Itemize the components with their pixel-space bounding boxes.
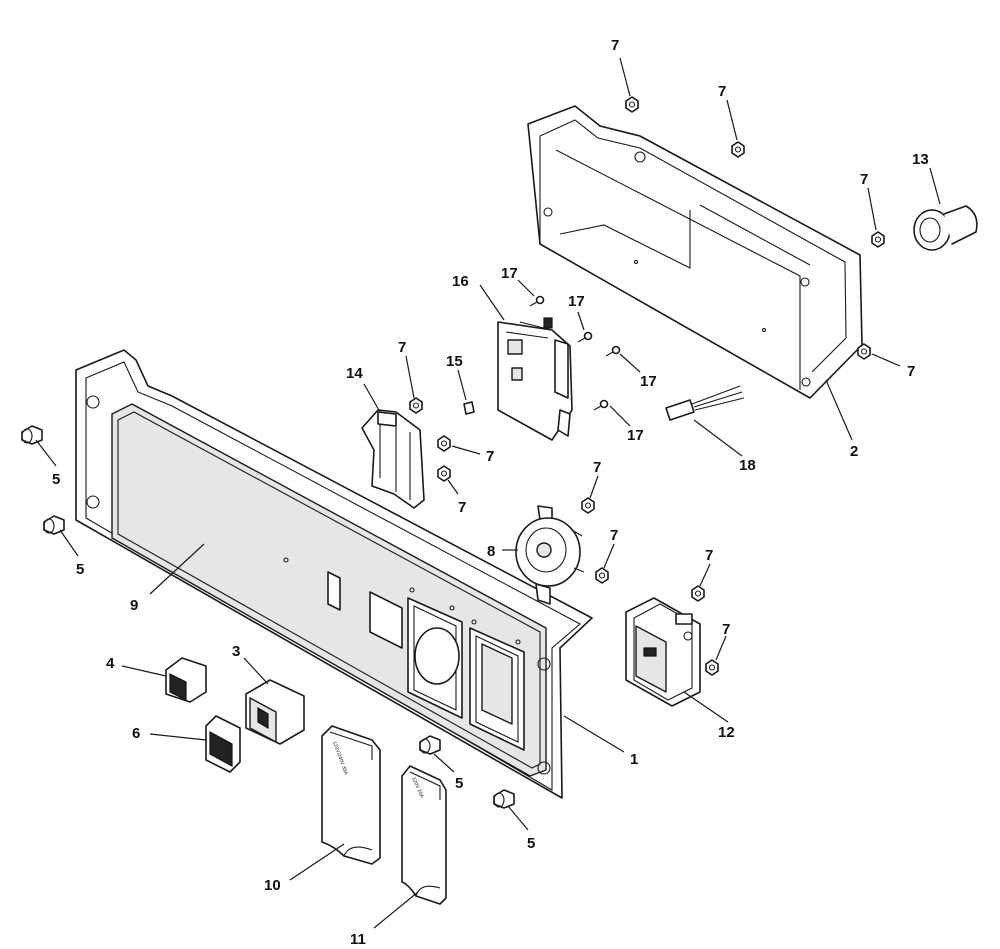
part-2-rear-housing [527,105,863,399]
part-3-switch [245,679,305,745]
part-1-front-panel [75,349,593,799]
screw-17d [593,399,609,411]
callout-7j: 7 [705,547,713,564]
callout-17d: 17 [627,427,644,444]
screw-17b [577,331,593,343]
part-16-circuit-board [497,317,573,441]
callout-7a: 7 [611,37,619,54]
part-14-bracket [361,409,425,509]
nut-7d [857,343,871,360]
callout-9: 9 [130,597,138,614]
callout-1: 1 [630,751,638,768]
callout-7e: 7 [398,339,406,356]
screw-17a [529,295,545,307]
callout-5d: 5 [527,835,535,852]
nut-7j [691,585,705,602]
screw-5c [419,735,441,755]
leader-lines [35,57,941,929]
callout-18: 18 [739,457,756,474]
callout-7k: 7 [722,621,730,638]
part-13-bushing [913,205,978,251]
part-18-harness [665,385,745,421]
callout-17b: 17 [568,293,585,310]
callout-7d: 7 [907,363,915,380]
callout-15: 15 [446,353,463,370]
nut-7h [581,497,595,514]
nut-7b [731,141,745,158]
nut-7-group [409,96,885,676]
part-10-outlet-cover: 120V/240V 30A [321,725,381,865]
part-6-cover [205,715,241,773]
callout-13: 13 [912,151,929,168]
nut-7f [437,435,451,452]
nut-7k [705,659,719,676]
nut-7e [409,397,423,414]
callout-12: 12 [718,724,735,741]
nut-7c [871,231,885,248]
callout-2: 2 [850,443,858,460]
callout-11: 11 [350,931,366,948]
screw-17c [605,345,621,357]
callout-7f: 7 [486,448,494,465]
nut-7i [595,567,609,584]
screw-5a [21,425,43,445]
callout-3: 3 [232,643,240,660]
callout-7c: 7 [860,171,868,188]
nut-7g [437,465,451,482]
callout-16: 16 [452,273,469,290]
part-4-switch [165,657,207,703]
callout-5c: 5 [455,775,463,792]
callout-4: 4 [106,655,115,672]
screw-17-group [529,295,621,411]
part-8-breaker [515,505,585,605]
callout-7h: 7 [593,459,601,476]
callout-7g: 7 [458,499,466,516]
callout-10: 10 [264,877,281,894]
screw-5b [43,515,65,535]
callout-17a: 17 [501,265,518,282]
callout-17c: 17 [640,373,657,390]
callout-7i: 7 [610,527,618,544]
callout-6: 6 [132,725,140,742]
screw-5d [493,789,515,809]
nut-7a [625,96,639,113]
callout-8: 8 [487,543,495,560]
callouts: 7 7 7 13 7 2 16 17 17 17 17 18 14 15 7 7… [52,37,929,948]
callout-14: 14 [346,365,363,382]
callout-5b: 5 [76,561,84,578]
callout-5a: 5 [52,471,60,488]
part-11-outlet-cover: 120V 20A [401,765,447,905]
part-12-receptacle [625,597,701,707]
callout-7b: 7 [718,83,726,100]
part-15-pin [463,401,475,415]
